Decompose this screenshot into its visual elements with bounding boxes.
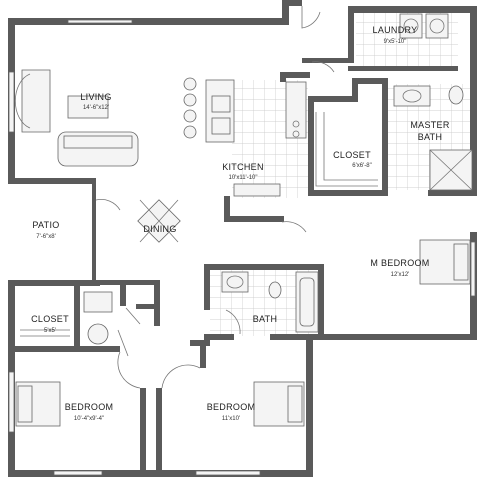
kitchen-fixtures	[183, 77, 307, 197]
closet-shelves	[20, 112, 378, 337]
living-dims: 14'-6"x12'	[83, 105, 109, 111]
room-labels: LAUNDRY 9'x5'-10" LIVING 14'-6"x12' MAST…	[31, 25, 450, 422]
closet-master-dims: 6'x6'-8"	[352, 163, 371, 169]
master-bath-fixtures	[393, 85, 473, 191]
bedroom2-dims: 11'x10'	[222, 416, 240, 422]
master-bed	[419, 239, 471, 285]
dining-table	[137, 199, 181, 243]
laundry-dims: 9'x5'-10"	[384, 39, 407, 45]
closet-small-dims: 5'x5'	[44, 328, 56, 334]
bath-fixtures	[221, 271, 319, 333]
doors	[95, 6, 335, 389]
bedroom2-label: BEDROOM	[207, 402, 256, 412]
m-bedroom-dims: 12'x12'	[391, 272, 410, 278]
windows	[8, 19, 476, 476]
bedroom1-dims: 10'-4"x9'-4"	[74, 416, 104, 422]
bath-label: BATH	[253, 314, 278, 324]
living-furniture	[14, 69, 139, 167]
interior-walls	[8, 6, 477, 476]
kitchen-label: KITCHEN	[222, 162, 264, 172]
hall-fixtures	[83, 291, 113, 345]
kitchen-dims: 10'x11'-10"	[229, 175, 258, 181]
master-bath-label-line2: BATH	[418, 132, 443, 142]
closet-small-label: CLOSET	[31, 314, 69, 324]
closet-master-label: CLOSET	[333, 150, 371, 160]
bedroom-beds	[15, 381, 305, 427]
patio-label: PATIO	[32, 220, 59, 230]
dining-label: DINING	[143, 224, 176, 234]
living-label: LIVING	[80, 92, 111, 102]
laundry-label: LAUNDRY	[373, 25, 418, 35]
bedroom1-label: BEDROOM	[65, 402, 114, 412]
patio-dims: 7'-6"x8'	[36, 234, 55, 240]
washer-dryer	[399, 13, 449, 39]
master-bath-label-line1: MASTER	[410, 120, 450, 130]
m-bedroom-label: M BEDROOM	[370, 258, 429, 268]
